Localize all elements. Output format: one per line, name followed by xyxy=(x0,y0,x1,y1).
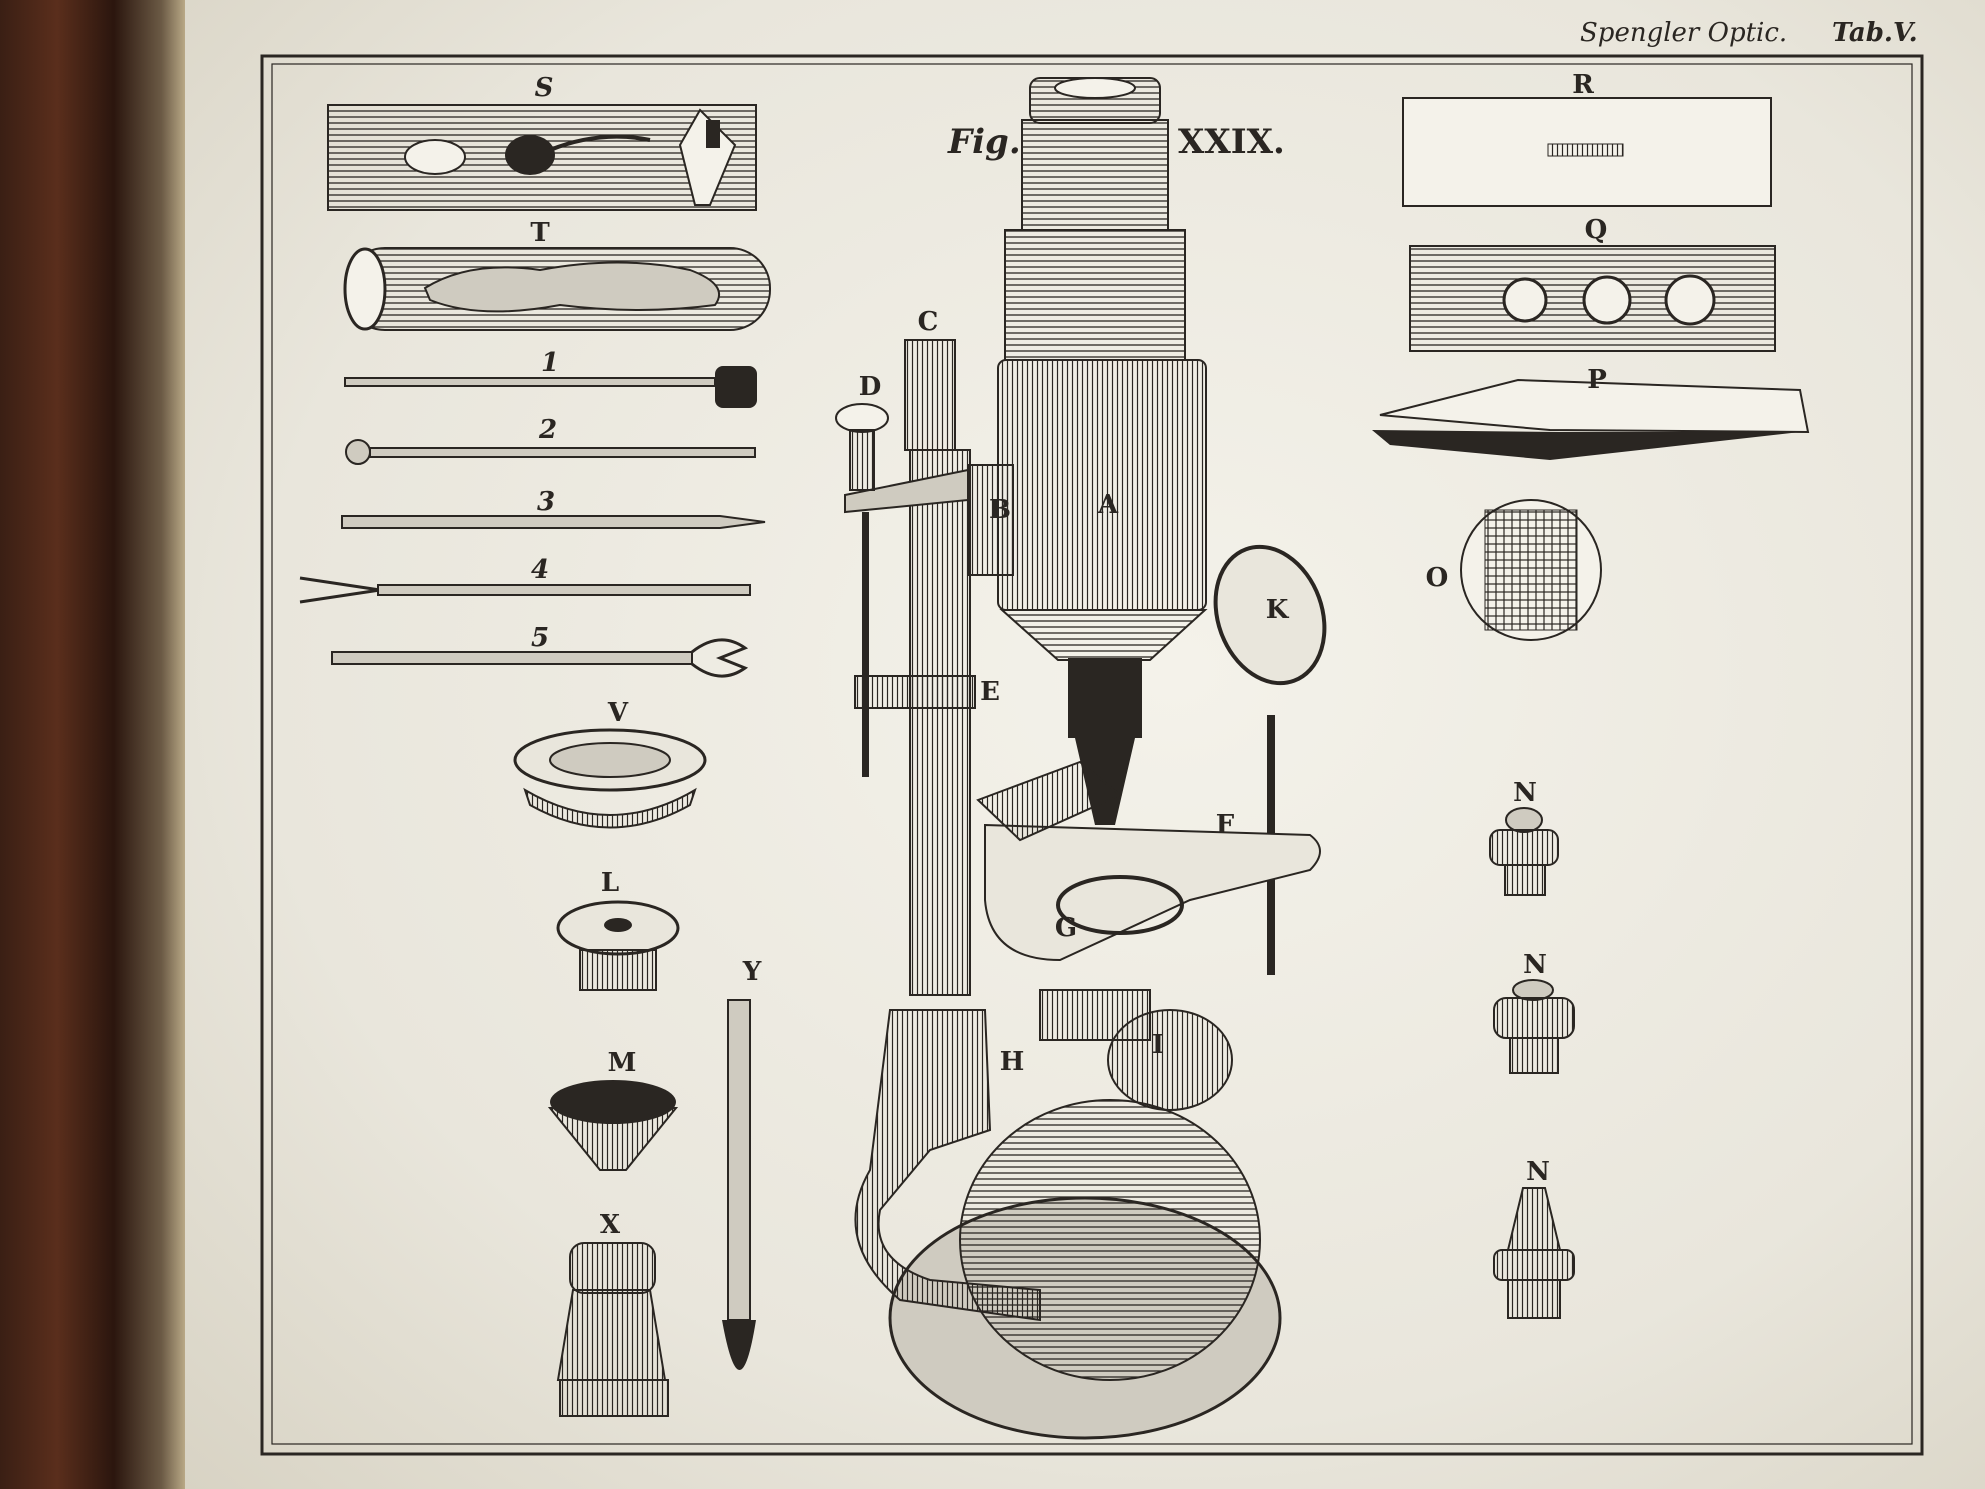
label-f: F xyxy=(1215,810,1235,840)
label-c: C xyxy=(917,307,939,337)
label-4: 4 xyxy=(530,555,550,585)
label-x: X xyxy=(599,1210,621,1240)
instrument-2 xyxy=(345,439,756,465)
label-i: I xyxy=(1151,1030,1165,1060)
label-p: P xyxy=(1587,365,1607,395)
label-t: T xyxy=(530,218,550,248)
instrument-3 xyxy=(341,515,766,529)
label-d: D xyxy=(858,372,882,402)
figure-word: Fig. xyxy=(948,122,1021,162)
part-n-3 xyxy=(1493,1187,1575,1319)
label-3: 3 xyxy=(536,487,556,517)
brush-y xyxy=(722,999,756,1370)
microscope xyxy=(835,77,1327,1440)
instrument-1 xyxy=(344,366,757,408)
label-2: 2 xyxy=(538,415,558,445)
label-r: R xyxy=(1572,70,1594,100)
label-g: G xyxy=(1054,913,1078,943)
funnel-m xyxy=(547,1080,679,1171)
label-a: A xyxy=(1097,490,1119,520)
part-n-2 xyxy=(1493,979,1575,1074)
label-v: V xyxy=(607,698,629,728)
label-m: M xyxy=(607,1048,637,1078)
dish-v xyxy=(513,728,707,829)
label-l: L xyxy=(600,868,620,898)
label-o: O xyxy=(1425,563,1449,593)
label-s: S xyxy=(534,73,554,103)
part-n-1 xyxy=(1489,807,1559,896)
label-n-3: N xyxy=(1526,1157,1550,1187)
label-h: H xyxy=(999,1047,1025,1077)
plate-border-inner xyxy=(271,63,1913,1445)
label-y: Y xyxy=(742,957,762,987)
label-k: K xyxy=(1265,595,1289,625)
plate-number: Tab.V. xyxy=(1832,18,1918,48)
label-5: 5 xyxy=(530,623,550,653)
label-1: 1 xyxy=(540,348,560,378)
label-q: Q xyxy=(1584,215,1608,245)
label-e: E xyxy=(980,677,1000,707)
label-n-1: N xyxy=(1513,778,1537,808)
instrument-4 xyxy=(299,576,751,604)
figure-number: XXIX. xyxy=(1178,122,1285,162)
label-b: B xyxy=(989,495,1011,525)
instrument-5 xyxy=(331,638,749,678)
slide-r xyxy=(1402,97,1772,207)
grid-disc-o xyxy=(1460,499,1602,641)
cap-x xyxy=(556,1242,669,1417)
part-l xyxy=(556,900,680,991)
blade-p xyxy=(1372,378,1810,460)
fish-tube-t xyxy=(343,247,771,331)
slide-q xyxy=(1409,245,1776,352)
running-title: Spengler Optic. xyxy=(1580,18,1788,48)
slide-s xyxy=(327,104,757,211)
label-n-2: N xyxy=(1523,950,1547,980)
plate-border-outer xyxy=(260,54,1924,1456)
book-binding xyxy=(0,0,190,1489)
